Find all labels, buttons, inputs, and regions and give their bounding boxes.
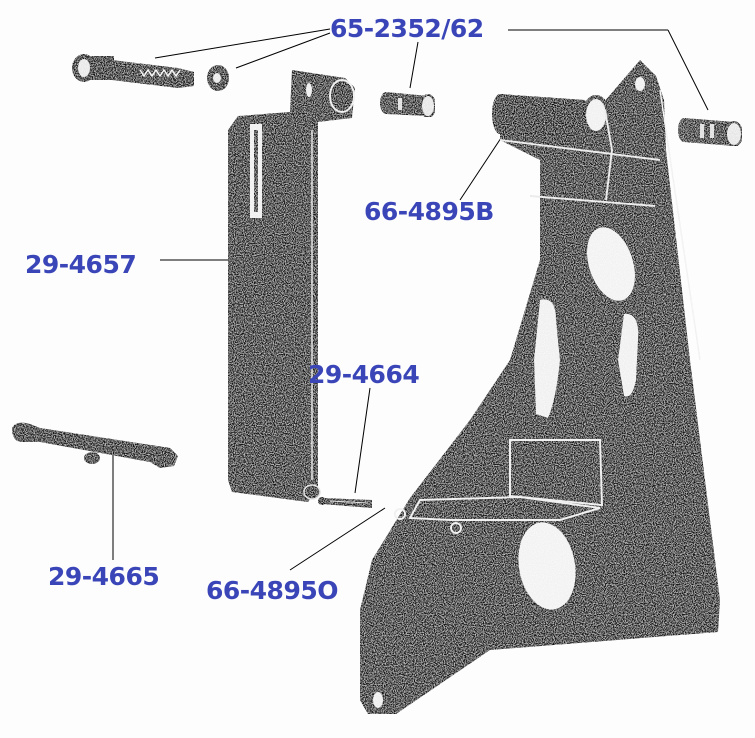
part-label-66-4895b: 66-4895B: [364, 197, 494, 226]
part-label-29-4665: 29-4665: [48, 562, 160, 591]
bolt-part: [72, 54, 194, 88]
part-label-65-2352-62: 65-2352/62: [330, 14, 484, 43]
washer-part: [207, 65, 229, 91]
bushing-middle-part: [380, 92, 436, 118]
part-label-29-4664: 29-4664: [308, 360, 420, 389]
part-label-29-4657: 29-4657: [25, 250, 137, 279]
bushing-right-part: [678, 118, 743, 147]
pin-part: [318, 497, 372, 508]
part-label-66-4895o: 66-4895O: [206, 576, 339, 605]
mounting-plate-part: [360, 60, 720, 714]
pedal-arm-part: [228, 70, 355, 502]
link-bar-part: [12, 422, 178, 468]
leader-lines: [112, 28, 709, 571]
